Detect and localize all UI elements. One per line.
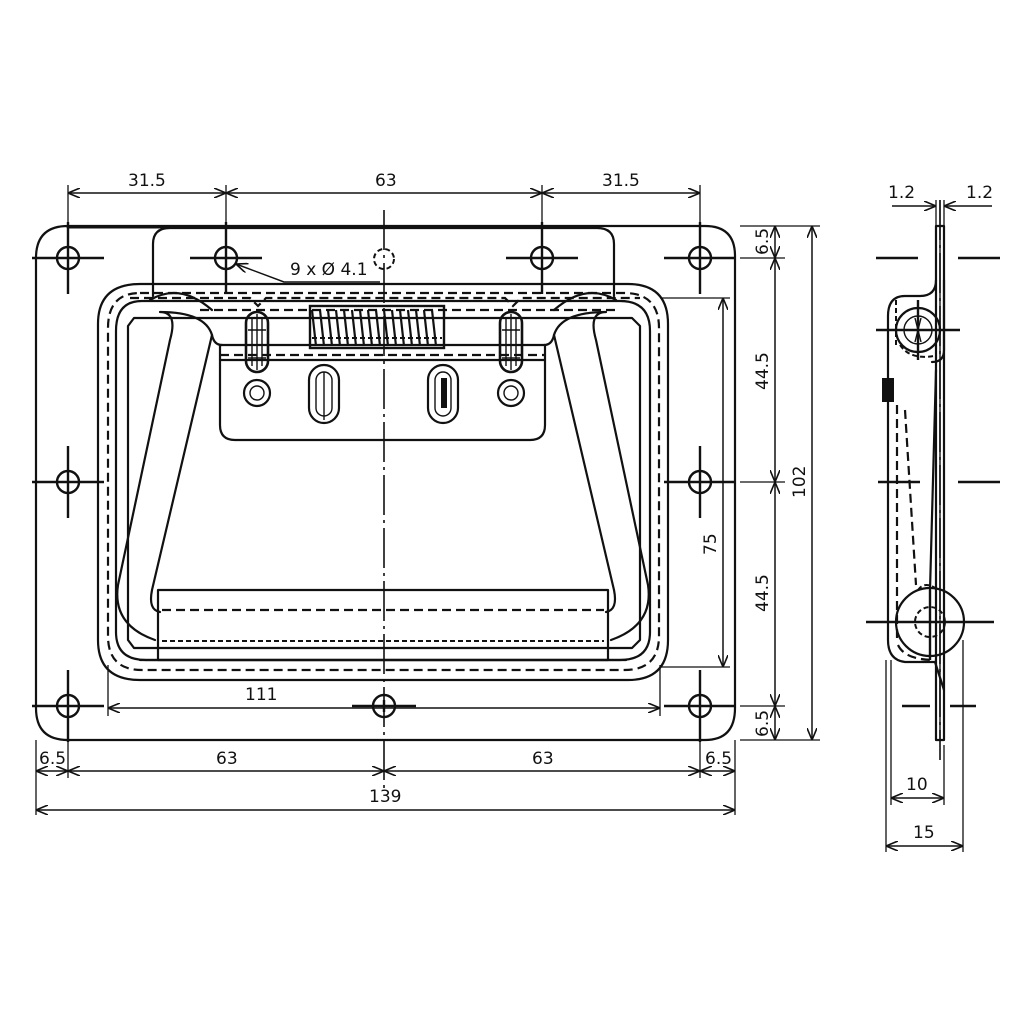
dim-right-bottom-margin: 6.5: [753, 710, 773, 737]
mounting-hole-icon: [664, 222, 736, 294]
dim-side-left-thickness: 1.2: [888, 183, 915, 203]
dim-side-right-thickness: 1.2: [966, 183, 993, 203]
dim-top-center: 63: [375, 171, 397, 191]
side-top-hinge: [886, 278, 938, 664]
slot-right: [426, 363, 460, 425]
mounting-hole-icon: [664, 670, 736, 742]
hinge-pin-right: [496, 310, 526, 408]
mounting-hole-icon: [664, 446, 736, 518]
recess-outer: [96, 282, 670, 682]
bottom-dimensions: 111 6.5 63 63 6.5 139: [35, 665, 736, 815]
dim-right-lower: 44.5: [753, 574, 773, 612]
spring: [308, 304, 446, 350]
dim-side-depth-inner: 10: [906, 775, 928, 795]
recess-floor: [126, 316, 642, 650]
dim-bottom-left: 63: [216, 749, 238, 769]
front-view: 9 x Ø 4.1 31.5 63 31.5 75: [32, 171, 820, 815]
hole-callout: 9 x Ø 4.1: [290, 260, 368, 280]
dim-right-top-margin: 6.5: [753, 228, 773, 255]
handle-plate: [218, 343, 547, 442]
slot-left: [307, 363, 341, 425]
top-dimensions: 31.5 63 31.5: [67, 171, 701, 226]
dim-bottom-right: 63: [532, 749, 554, 769]
mounting-hole-icon: [32, 446, 104, 518]
side-view: 1.2 1.2 10 15: [866, 183, 1000, 852]
right-dimensions: 75 6.5 44.5 44.5 6.5 102: [660, 225, 820, 741]
mounting-hole-icon: [506, 222, 578, 294]
dim-bottom-right-margin: 6.5: [705, 749, 732, 769]
dim-bottom-left-margin: 6.5: [39, 749, 66, 769]
mounting-holes: [32, 222, 736, 742]
dim-overall-height: 102: [790, 466, 810, 498]
dim-right-upper: 44.5: [753, 352, 773, 390]
dim-top-right: 31.5: [602, 171, 640, 191]
dim-inner-height: 75: [701, 533, 721, 555]
dim-overall-width: 139: [369, 787, 401, 807]
dim-top-left: 31.5: [128, 171, 166, 191]
recess-dashed: [106, 291, 661, 672]
hinge-pin-left: [242, 310, 272, 408]
hidden-hole: [373, 248, 395, 270]
dim-side-depth-overall: 15: [913, 823, 935, 843]
flange-outline: [34, 224, 737, 742]
dim-inner-width: 111: [245, 685, 277, 705]
grip-bar: [138, 588, 628, 662]
mounting-hole-icon: [32, 222, 104, 294]
mounting-hole-icon: [32, 670, 104, 742]
mounting-hole-icon: [190, 222, 262, 294]
